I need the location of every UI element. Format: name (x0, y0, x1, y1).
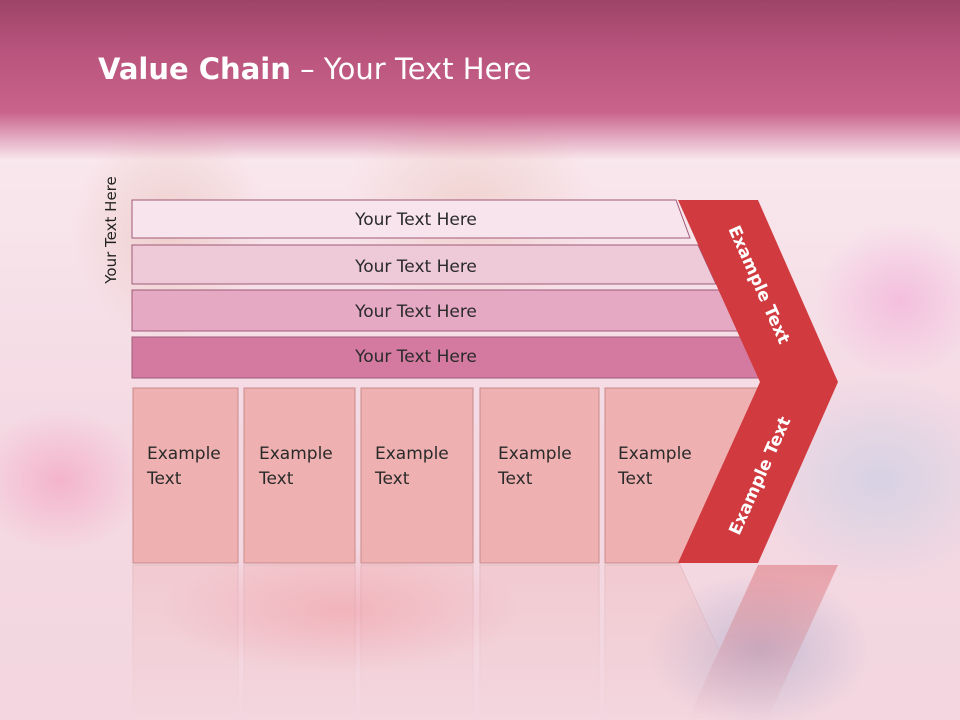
support-row-4: Your Text Here (131, 336, 763, 379)
primary-activity-5-line1: Example (618, 444, 692, 464)
primary-activity-1: Example Text (132, 387, 239, 564)
title-rest: – Your Text Here (290, 52, 532, 86)
diagram-reflection (132, 564, 838, 720)
primary-activity-4-line1: Example (498, 444, 572, 464)
support-row-3: Your Text Here (131, 289, 740, 332)
primary-activity-2-line2: Text (258, 469, 294, 489)
support-row-2-label: Your Text Here (354, 257, 477, 277)
support-row-1: Your Text Here (131, 199, 691, 239)
support-row-2: Your Text Here (131, 244, 717, 285)
support-row-3-label: Your Text Here (354, 302, 477, 322)
primary-activity-4-line2: Text (497, 469, 533, 489)
primary-activity-5-line2: Text (617, 469, 653, 489)
primary-activity-1-line1: Example (147, 444, 221, 464)
slide-title: Value Chain – Your Text Here (98, 52, 532, 86)
support-row-4-label: Your Text Here (354, 347, 477, 367)
primary-activity-3: Example Text (360, 387, 474, 564)
primary-activity-1-line2: Text (146, 469, 182, 489)
title-bold: Value Chain (98, 52, 291, 86)
primary-activity-3-line2: Text (374, 469, 410, 489)
title-bar (0, 0, 960, 160)
primary-activity-3-line1: Example (375, 444, 449, 464)
primary-activity-2: Example Text (243, 387, 356, 564)
primary-activity-4: Example Text (479, 387, 600, 564)
primary-activity-5: Example Text (604, 387, 761, 564)
primary-activity-2-line1: Example (259, 444, 333, 464)
support-row-1-label: Your Text Here (354, 210, 477, 230)
